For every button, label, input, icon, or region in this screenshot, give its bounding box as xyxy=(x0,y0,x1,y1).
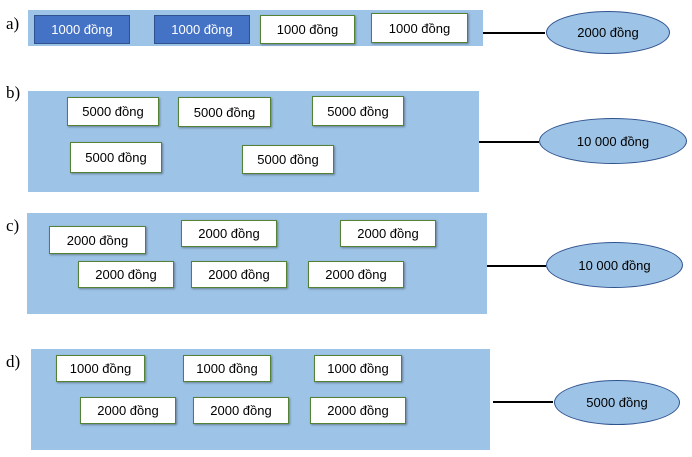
row-c-label: c) xyxy=(6,216,20,235)
row-c-note-5[interactable]: 2000 đồng xyxy=(191,261,287,288)
row-b-label: b) xyxy=(6,83,21,102)
row-d-note-1[interactable]: 1000 đồng xyxy=(56,355,145,382)
row-b-note-5[interactable]: 5000 đồng xyxy=(242,145,334,174)
row-a-connector-line xyxy=(483,32,545,34)
row-d-total-oval[interactable]: 5000 đồng xyxy=(554,380,680,425)
row-b-note-4[interactable]: 5000 đồng xyxy=(70,142,162,173)
row-b-note-3[interactable]: 5000 đồng xyxy=(312,96,404,126)
row-c-note-4[interactable]: 2000 đồng xyxy=(78,261,174,288)
row-c-note-3[interactable]: 2000 đồng xyxy=(340,220,436,247)
row-d-label: d) xyxy=(6,352,21,371)
row-d-note-6[interactable]: 2000 đồng xyxy=(310,397,406,424)
row-d-note-5[interactable]: 2000 đồng xyxy=(193,397,289,424)
row-c-connector-line xyxy=(487,265,546,267)
row-a-note-3[interactable]: 1000 đồng xyxy=(260,15,355,44)
row-c-note-2[interactable]: 2000 đồng xyxy=(181,220,277,247)
row-b-connector-line xyxy=(479,141,539,143)
row-c-total-oval[interactable]: 10 000 đồng xyxy=(546,242,683,288)
row-b-total-oval[interactable]: 10 000 đồng xyxy=(539,118,687,164)
row-d-note-3[interactable]: 1000 đồng xyxy=(314,355,402,382)
row-d-note-4[interactable]: 2000 đồng xyxy=(80,397,176,424)
row-a-note-2[interactable]: 1000 đồng xyxy=(154,15,250,44)
row-a-label: a) xyxy=(6,14,20,33)
row-b-note-2[interactable]: 5000 đồng xyxy=(178,97,271,127)
row-a-note-1[interactable]: 1000 đồng xyxy=(34,15,130,44)
row-d-connector-line xyxy=(493,401,553,403)
row-c-note-6[interactable]: 2000 đồng xyxy=(308,261,404,288)
row-a-note-4[interactable]: 1000 đồng xyxy=(371,13,468,43)
row-a-total-oval[interactable]: 2000 đồng xyxy=(546,11,670,54)
row-c-note-1[interactable]: 2000 đồng xyxy=(49,226,146,254)
row-d-note-2[interactable]: 1000 đồng xyxy=(183,355,271,382)
row-b-note-1[interactable]: 5000 đồng xyxy=(67,97,159,126)
